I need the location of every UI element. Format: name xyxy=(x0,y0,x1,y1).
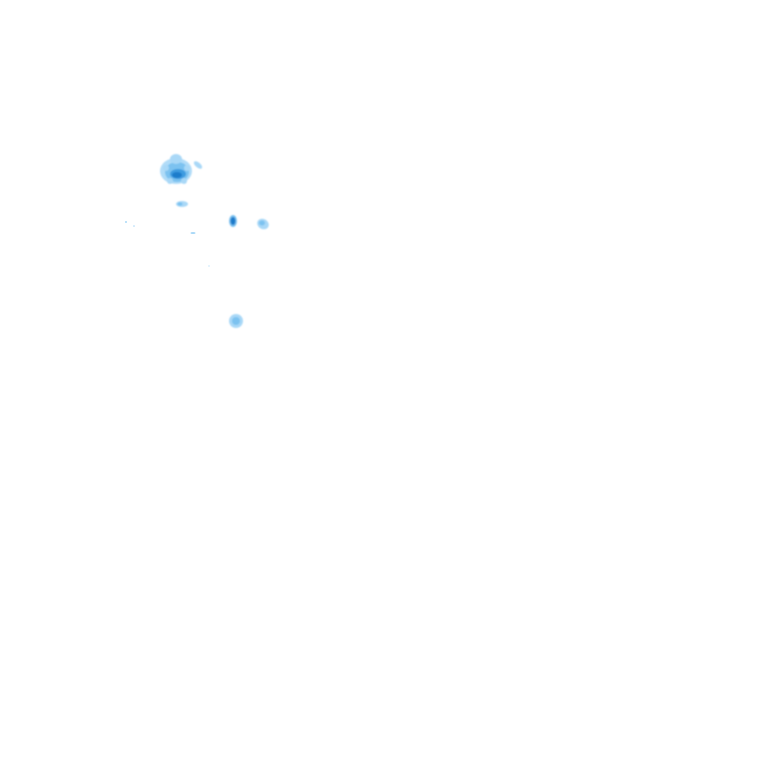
precip-cell-small-a xyxy=(176,201,188,207)
precip-cell-main xyxy=(160,154,192,184)
precip-cell-lower xyxy=(229,314,243,328)
precip-specks xyxy=(125,221,210,267)
precip-cell-small-b xyxy=(257,218,269,230)
precip-cell-streak xyxy=(193,161,203,169)
precip-cell-intense xyxy=(229,215,237,227)
